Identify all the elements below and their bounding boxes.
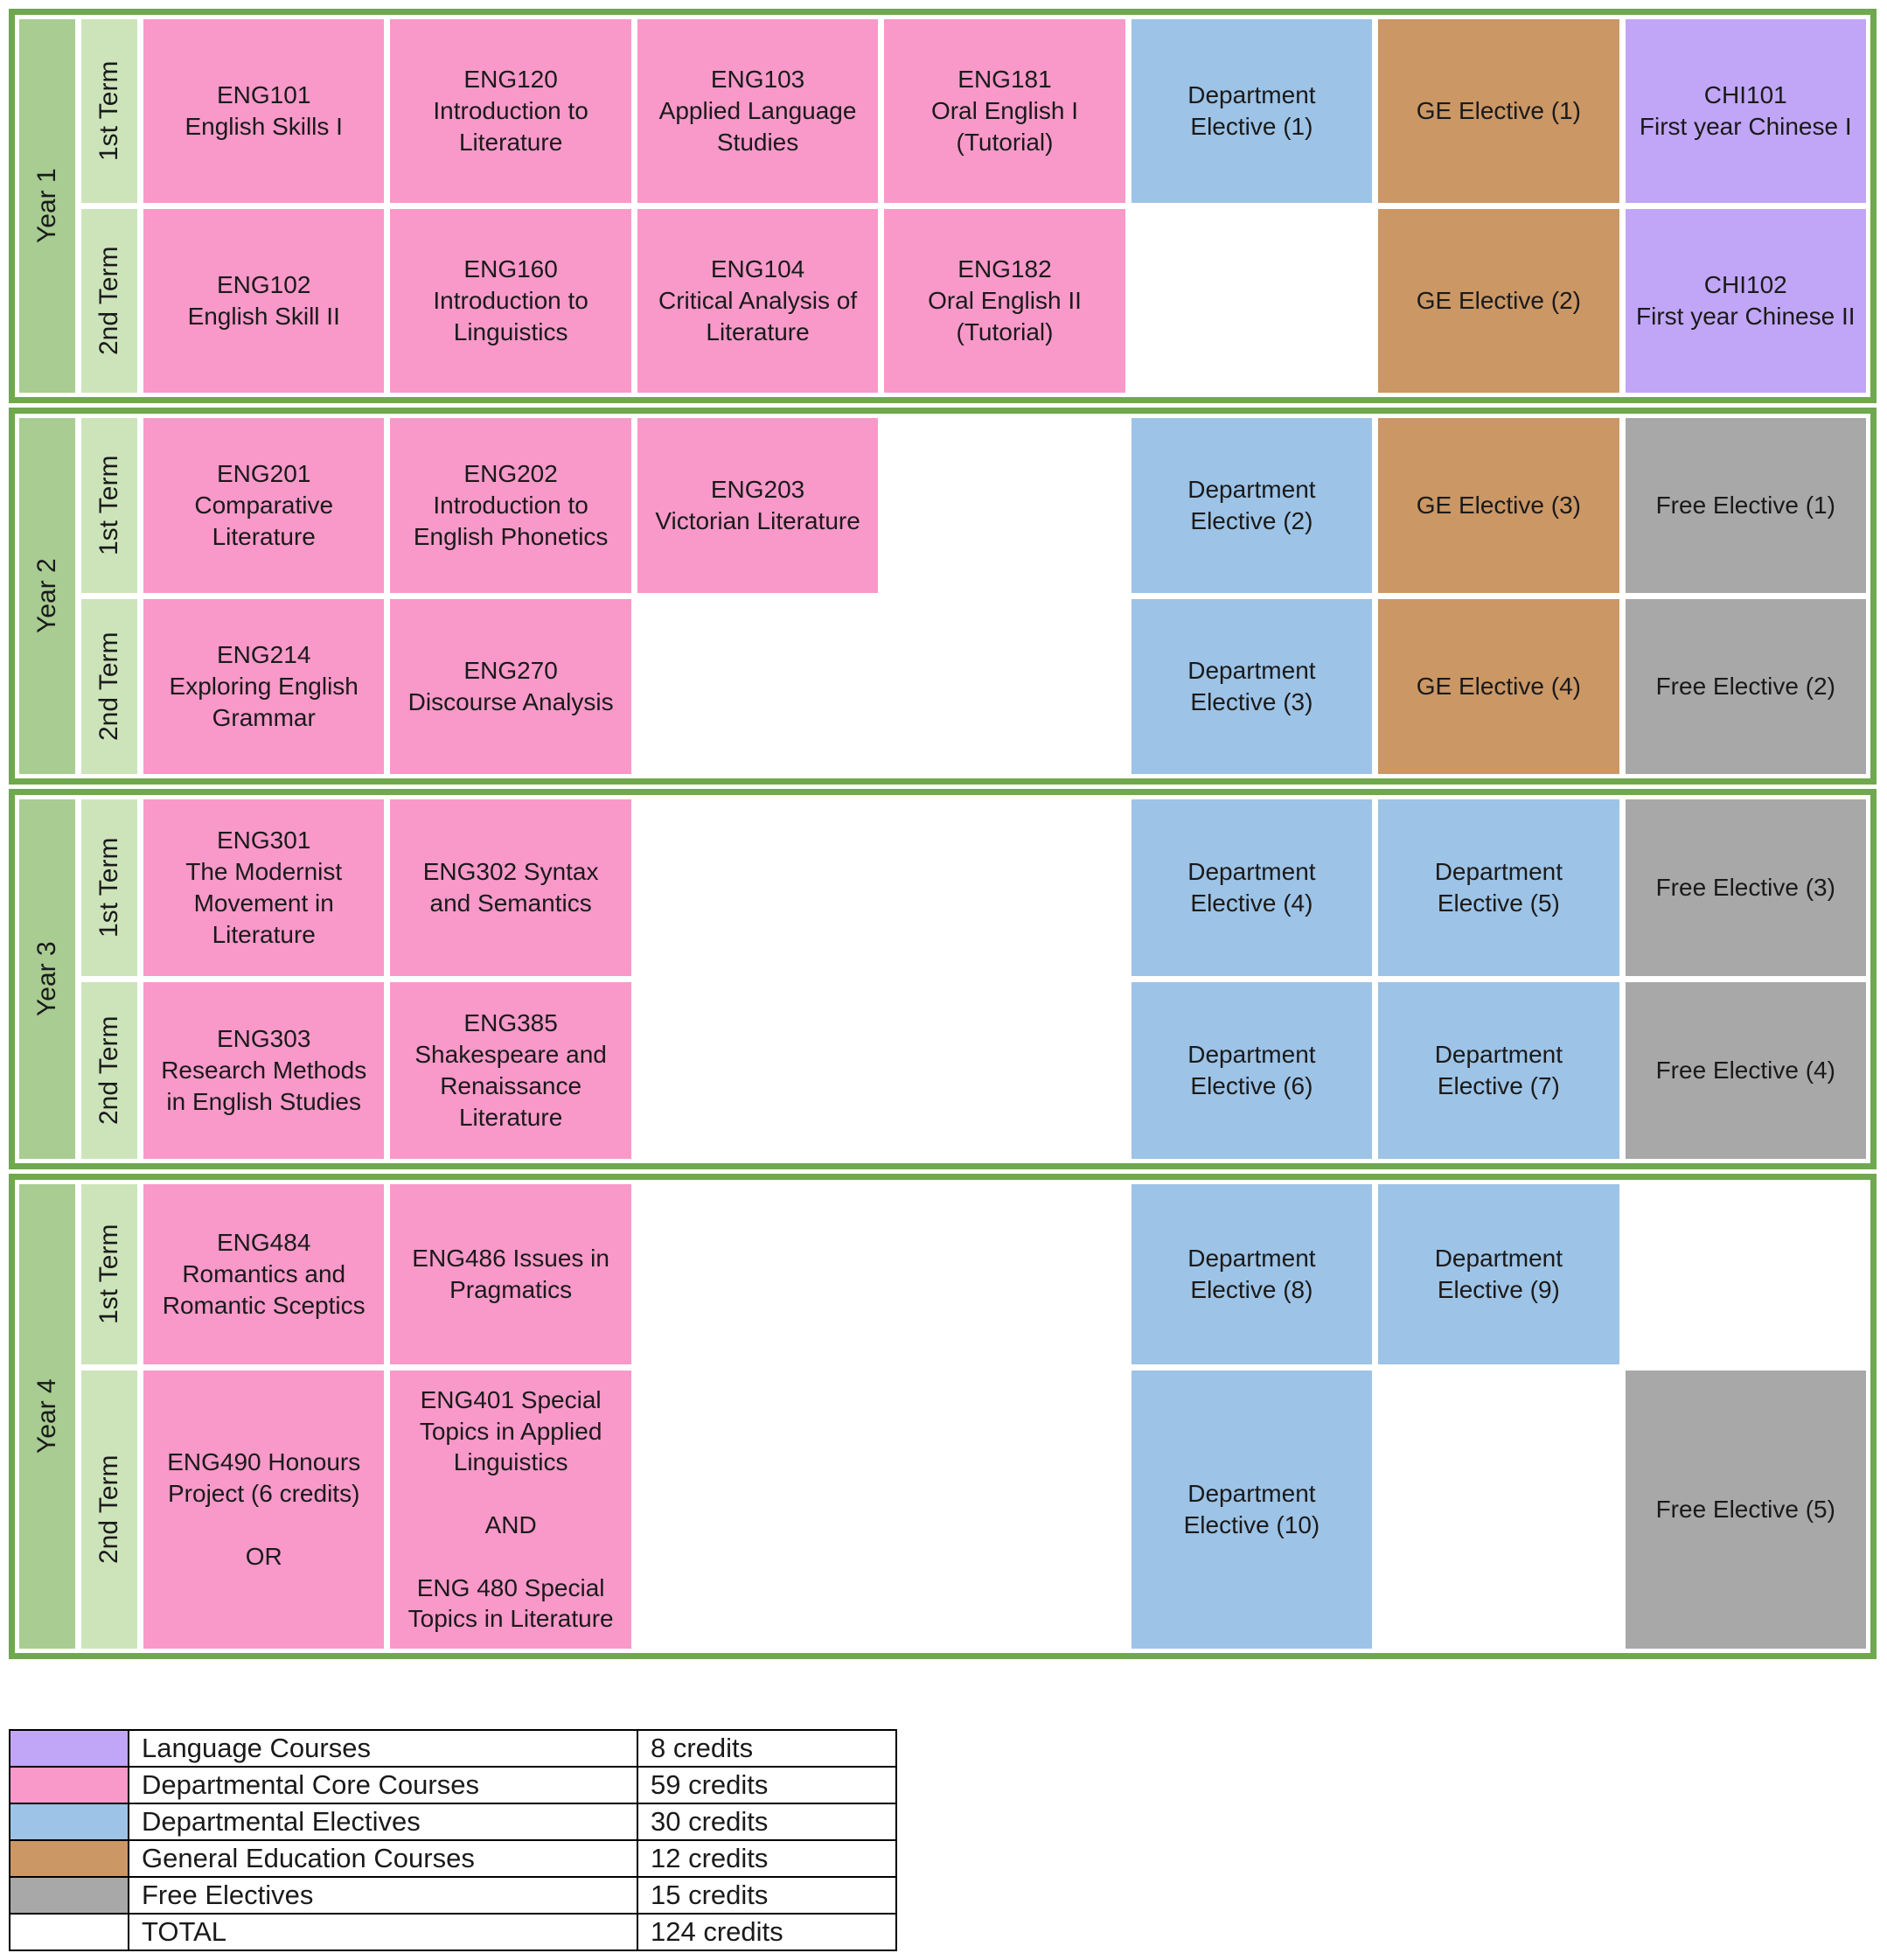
year-block-2: Year 2 1st Term 2nd Term ENG201 Comparat… (9, 408, 1877, 785)
legend-color-swatch (9, 1766, 129, 1804)
course-cell: Department Elective (6) (1131, 982, 1373, 1159)
course-cell: Free Elective (2) (1625, 599, 1866, 774)
course-cell: Free Elective (5) (1625, 1371, 1866, 1649)
legend-color-swatch (9, 1729, 129, 1768)
empty-cell (637, 1371, 879, 1649)
legend-row: TOTAL 124 credits (9, 1913, 897, 1951)
year-block-4: Year 4 1st Term 2nd Term ENG484 Romantic… (9, 1174, 1877, 1659)
course-cell: Department Elective (8) (1131, 1184, 1373, 1364)
legend-label: Departmental Core Courses (128, 1766, 638, 1804)
empty-cell (1378, 1371, 1619, 1649)
course-cell: ENG104 Critical Analysis of Literature (637, 209, 879, 393)
course-cell: ENG120 Introduction to Literature (390, 19, 631, 203)
course-cell: Department Elective (10) (1131, 1371, 1373, 1649)
empty-cell (637, 982, 879, 1159)
course-cell: ENG301 The Modernist Movement in Literat… (143, 799, 385, 976)
empty-cell (637, 599, 879, 774)
course-cell: ENG201 Comparative Literature (143, 418, 385, 593)
legend-row: General Education Courses 12 credits (9, 1839, 897, 1878)
legend-label: Free Electives (128, 1876, 638, 1915)
course-cell: ENG270 Discourse Analysis (390, 599, 631, 774)
legend-row: Language Courses 8 credits (9, 1729, 897, 1768)
term-label: 1st Term (81, 19, 137, 203)
term-label: 1st Term (81, 799, 137, 976)
term-label: 1st Term (81, 1184, 137, 1364)
course-cell: ENG484 Romantics and Romantic Sceptics (143, 1184, 385, 1364)
course-cell: ENG103 Applied Language Studies (637, 19, 879, 203)
legend-label: Language Courses (128, 1729, 638, 1768)
term-label: 2nd Term (81, 599, 137, 774)
course-cell: ENG214 Exploring English Grammar (143, 599, 385, 774)
empty-cell (884, 1371, 1125, 1649)
course-cell: Department Elective (9) (1378, 1184, 1619, 1364)
term-label: 2nd Term (81, 1371, 137, 1649)
legend-credits: 124 credits (637, 1913, 897, 1951)
course-cell: Department Elective (5) (1378, 799, 1619, 976)
legend-color-swatch (9, 1803, 129, 1841)
legend-color-swatch (9, 1876, 129, 1915)
course-cell: Department Elective (4) (1131, 799, 1373, 976)
course-cell: ENG160 Introduction to Linguistics (390, 209, 631, 393)
course-cell: GE Elective (3) (1378, 418, 1619, 593)
course-cell: ENG490 Honours Project (6 credits) OR (143, 1371, 385, 1649)
course-cell: ENG182 Oral English II (Tutorial) (884, 209, 1125, 393)
year-label: Year 4 (19, 1184, 75, 1649)
empty-cell (1625, 1184, 1866, 1364)
legend-table: Language Courses 8 credits Departmental … (9, 1729, 897, 1951)
course-cell: ENG486 Issues in Pragmatics (390, 1184, 631, 1364)
course-cell: ENG203 Victorian Literature (637, 418, 879, 593)
term-label: 1st Term (81, 418, 137, 593)
legend-row: Free Electives 15 credits (9, 1876, 897, 1915)
empty-cell (1131, 209, 1373, 393)
legend-row: Departmental Electives 30 credits (9, 1803, 897, 1841)
empty-cell (637, 799, 879, 976)
course-cell: Free Elective (3) (1625, 799, 1866, 976)
legend-credits: 12 credits (637, 1839, 897, 1878)
course-cell: ENG102 English Skill II (143, 209, 385, 393)
legend-color-swatch (9, 1839, 129, 1878)
empty-cell (884, 982, 1125, 1159)
legend-color-swatch (9, 1913, 129, 1951)
legend-row: Departmental Core Courses 59 credits (9, 1766, 897, 1804)
legend-credits: 8 credits (637, 1729, 897, 1768)
course-cell: ENG181 Oral English I (Tutorial) (884, 19, 1125, 203)
course-cell: CHI101 First year Chinese I (1625, 19, 1866, 203)
course-cell: ENG385 Shakespeare and Renaissance Liter… (390, 982, 631, 1159)
course-cell: Department Elective (2) (1131, 418, 1373, 593)
course-cell: Department Elective (1) (1131, 19, 1373, 203)
course-cell: CHI102 First year Chinese II (1625, 209, 1866, 393)
year-block-1: Year 1 1st Term 2nd Term ENG101 English … (9, 9, 1877, 403)
legend-credits: 30 credits (637, 1803, 897, 1841)
empty-cell (884, 799, 1125, 976)
legend-label: Departmental Electives (128, 1803, 638, 1841)
course-cell: GE Elective (4) (1378, 599, 1619, 774)
course-cell: Department Elective (3) (1131, 599, 1373, 774)
legend-label: General Education Courses (128, 1839, 638, 1878)
term-label: 2nd Term (81, 209, 137, 393)
year-label: Year 3 (19, 799, 75, 1159)
term-label: 2nd Term (81, 982, 137, 1159)
empty-cell (884, 418, 1125, 593)
course-cell: Free Elective (1) (1625, 418, 1866, 593)
legend-credits: 59 credits (637, 1766, 897, 1804)
course-cell: Free Elective (4) (1625, 982, 1866, 1159)
legend-credits: 15 credits (637, 1876, 897, 1915)
empty-cell (884, 1184, 1125, 1364)
course-cell: ENG101 English Skills I (143, 19, 385, 203)
course-cell: GE Elective (2) (1378, 209, 1619, 393)
empty-cell (884, 599, 1125, 774)
course-cell: ENG303 Research Methods in English Studi… (143, 982, 385, 1159)
course-cell: GE Elective (1) (1378, 19, 1619, 203)
course-cell: Department Elective (7) (1378, 982, 1619, 1159)
legend-label: TOTAL (128, 1913, 638, 1951)
empty-cell (637, 1184, 879, 1364)
year-block-3: Year 3 1st Term 2nd Term ENG301 The Mode… (9, 789, 1877, 1169)
course-cell: ENG202 Introduction to English Phonetics (390, 418, 631, 593)
year-label: Year 1 (19, 19, 75, 393)
course-cell: ENG401 Special Topics in Applied Linguis… (390, 1371, 631, 1649)
year-label: Year 2 (19, 418, 75, 774)
course-cell: ENG302 Syntax and Semantics (390, 799, 631, 976)
